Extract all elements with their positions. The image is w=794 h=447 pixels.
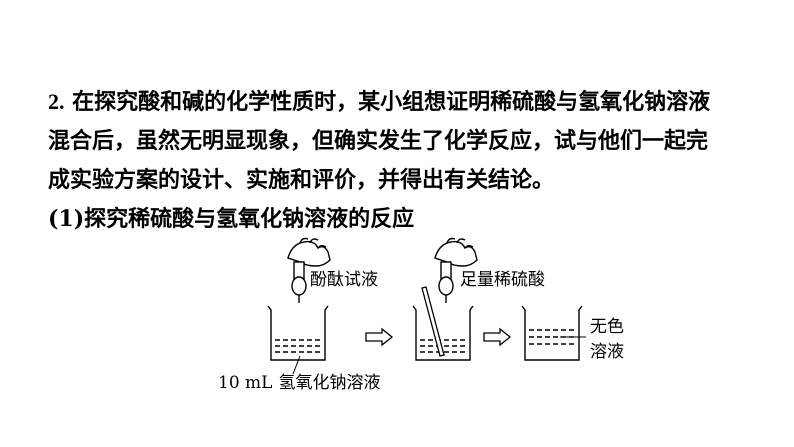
pointer-line-1 xyxy=(292,355,301,375)
hand-dropper-1 xyxy=(287,237,331,303)
question-number: 2. xyxy=(48,89,65,114)
label-result-2: 溶液 xyxy=(590,342,624,362)
beaker-3 xyxy=(521,305,583,361)
beaker-1 xyxy=(267,305,329,361)
arrow-2 xyxy=(483,327,512,347)
hand-dropper-2 xyxy=(434,237,478,303)
question-line-3: 成实验方案的设计、实施和评价，并得出有关结论。 xyxy=(48,167,555,193)
subquestion-title: (1)探究稀硫酸与氢氧化钠溶液的反应 xyxy=(48,206,415,232)
question-text: 2. 在探究酸和碱的化学性质时，某小组想证明稀硫酸与氢氧化钠溶液 混合后，虽然无… xyxy=(48,82,778,200)
arrow-1 xyxy=(365,327,394,347)
beaker-2 xyxy=(412,305,474,361)
label-indicator: 酚酞试液 xyxy=(310,270,378,290)
glass-rod xyxy=(421,286,445,357)
label-result-1: 无色 xyxy=(590,317,624,337)
question-line-1: 2. 在探究酸和碱的化学性质时，某小组想证明稀硫酸与氢氧化钠溶液 xyxy=(48,89,711,115)
label-acid: 足量稀硫酸 xyxy=(460,270,545,290)
question-line-2: 混合后，虽然无明显现象，但确实发生了化学反应，试与他们一起完 xyxy=(48,128,709,154)
